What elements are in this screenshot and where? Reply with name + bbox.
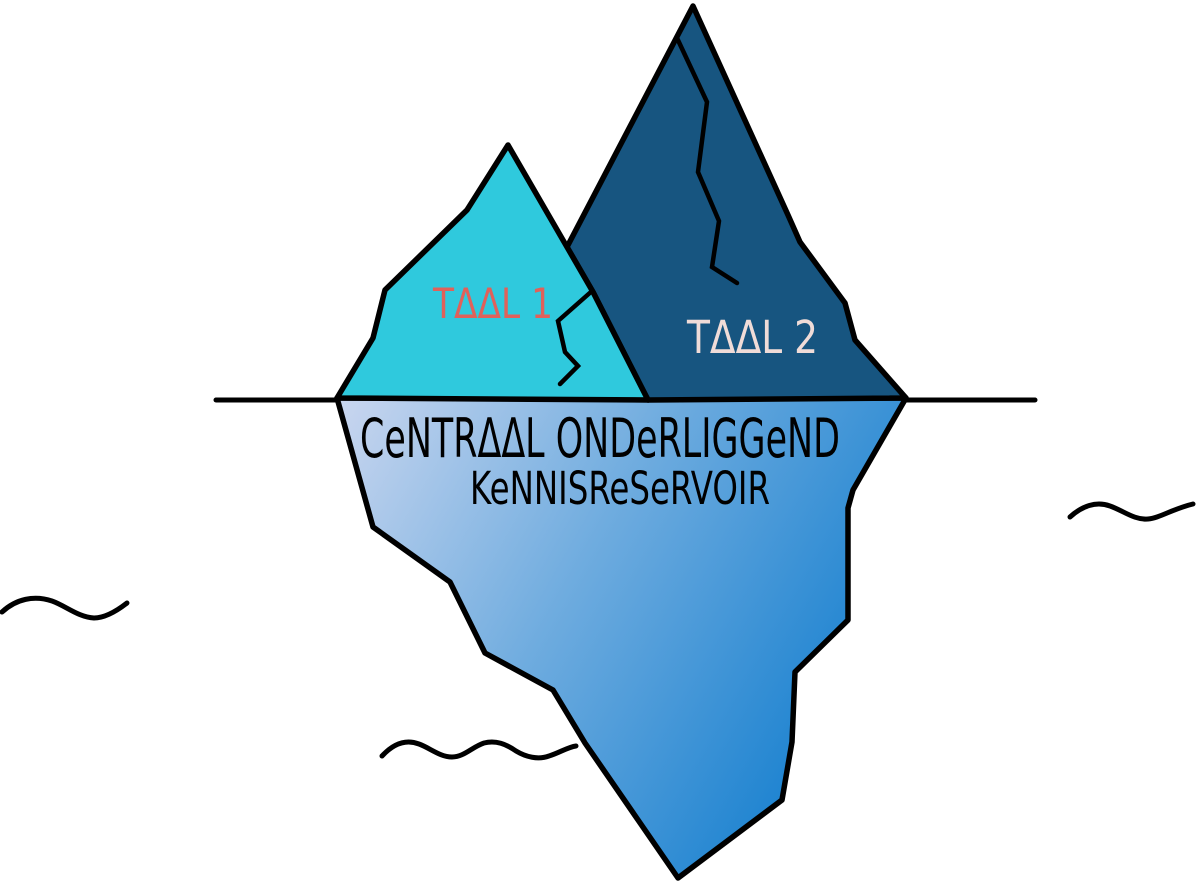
title-line1: CeNTRΔΔL ONDeRLIGGeND <box>360 407 840 470</box>
label-taal2: TΔΔL 2 <box>686 311 818 364</box>
crack-taal2 <box>674 35 740 286</box>
crack-taal1 <box>555 288 595 387</box>
diagram-outline-group <box>0 3 1196 881</box>
title-line2: KeNNISReSeRVOIR <box>470 462 770 515</box>
wave-left <box>0 595 130 621</box>
label-taal1: TΔΔL 1 <box>432 279 553 328</box>
wave-bottom <box>379 739 579 761</box>
wave-right <box>1067 501 1196 522</box>
underwater-reservoir-shape <box>334 395 909 881</box>
iceberg-taal1-shape <box>334 142 651 403</box>
